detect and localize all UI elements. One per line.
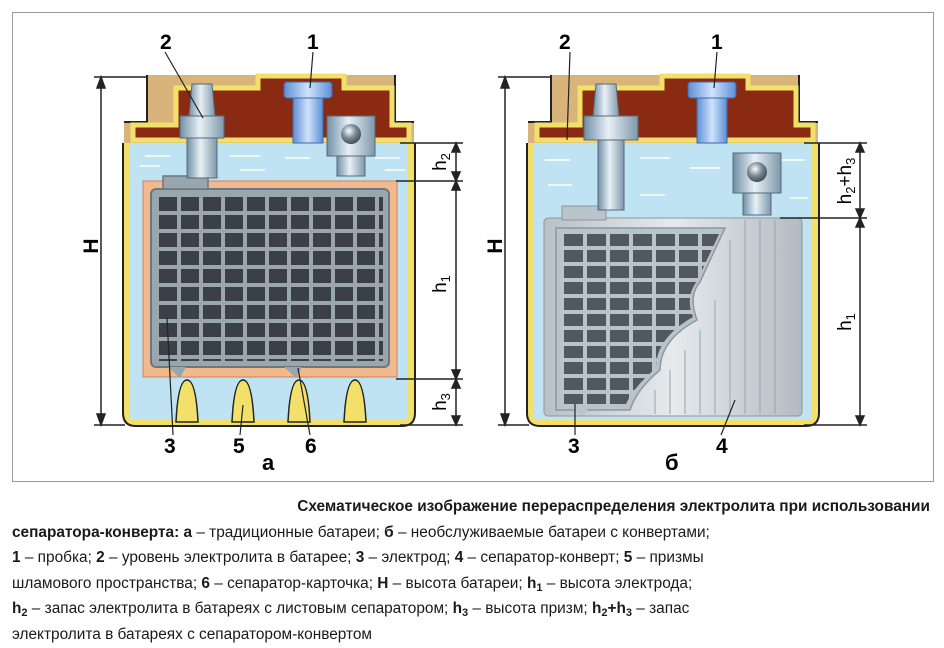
caption-a: а — [183, 523, 193, 541]
caption-t6: – сепаратор-карточка; — [209, 574, 378, 592]
lid-b — [534, 73, 816, 143]
caption-th2: – запас электролита в батареях с листовы… — [27, 600, 453, 618]
callout-4-b: 4 — [716, 435, 728, 458]
battery-diagrams: H h2 h1 h3 2 1 3 5 6 а — [80, 31, 867, 475]
caption-n5: 5 — [623, 549, 633, 567]
label-h3-a: h3 — [430, 393, 453, 411]
caption-nh1: h1 — [526, 574, 543, 594]
label-h1-a: h1 — [430, 275, 453, 293]
caption-n6: 6 — [201, 574, 210, 592]
panel-letter-b: б — [665, 450, 679, 475]
panel-letter-a: а — [262, 450, 275, 475]
caption-b: б — [384, 523, 394, 541]
callout-1-a: 1 — [307, 31, 319, 54]
callout-2-b: 2 — [559, 31, 571, 54]
caption-n4: 4 — [454, 549, 464, 567]
caption-n2: 2 — [96, 549, 105, 567]
caption-a-text: – традиционные батареи; — [192, 523, 385, 541]
caption-nh2: h2 — [12, 600, 28, 620]
caption-t2: – уровень электролита в батарее; — [104, 549, 356, 567]
callout-3-b: 3 — [568, 435, 580, 458]
prisms — [175, 379, 367, 423]
electrode-grid-b — [562, 232, 720, 404]
level-indicator — [188, 83, 216, 117]
label-H-a: H — [80, 238, 103, 253]
caption-tH: – высота батареи; — [388, 574, 527, 592]
figure-caption: Схематическое изображение перераспределе… — [12, 494, 934, 648]
caption-nH: H — [377, 574, 389, 592]
label-h2-a: h2 — [430, 153, 453, 171]
cap-plug-b — [687, 81, 737, 99]
callout-3-a: 3 — [164, 435, 176, 458]
terminal-b — [742, 192, 772, 216]
caption-b-text: – необслуживаемые батареи с конвертами; — [393, 523, 710, 541]
caption-n1: 1 — [12, 549, 21, 567]
caption-th23: – запас — [632, 600, 690, 618]
label-h1-b: h1 — [835, 313, 858, 331]
caption-th23b: электролита в батареях с сепаратором-кон… — [12, 625, 373, 643]
caption-t1: – пробка; — [20, 549, 97, 567]
caption-nh23: h2+h3 — [591, 600, 633, 620]
callout-6-a: 6 — [305, 435, 317, 458]
cap-plug-a — [283, 81, 333, 99]
label-H-b: H — [484, 238, 507, 253]
callout-5-a: 5 — [233, 435, 245, 458]
caption-title: Схематическое изображение перераспределе… — [297, 498, 930, 515]
diagram-b: H h2+h3 h1 2 1 3 4 б — [484, 31, 867, 475]
caption-t4: – сепаратор-конверт; — [463, 549, 624, 567]
diagram-a: H h2 h1 h3 2 1 3 5 6 а — [80, 31, 463, 475]
caption-t5: – призмы — [632, 549, 704, 567]
caption-nh3: h3 — [452, 600, 469, 620]
caption-th3: – высота призм; — [468, 600, 592, 618]
caption-line2-bold: сепаратора-конверта: — [12, 523, 180, 541]
caption-th1: – высота электрода; — [542, 574, 693, 592]
label-h2h3-b: h2+h3 — [835, 158, 858, 205]
caption-n3: 3 — [355, 549, 365, 567]
callout-1-b: 1 — [711, 31, 723, 54]
callout-2-a: 2 — [160, 31, 172, 54]
caption-t3: – электрод; — [364, 549, 455, 567]
terminal-a — [336, 155, 366, 177]
caption-t5b: шламового пространства; — [12, 574, 202, 592]
electrode-grid-a — [157, 195, 383, 361]
